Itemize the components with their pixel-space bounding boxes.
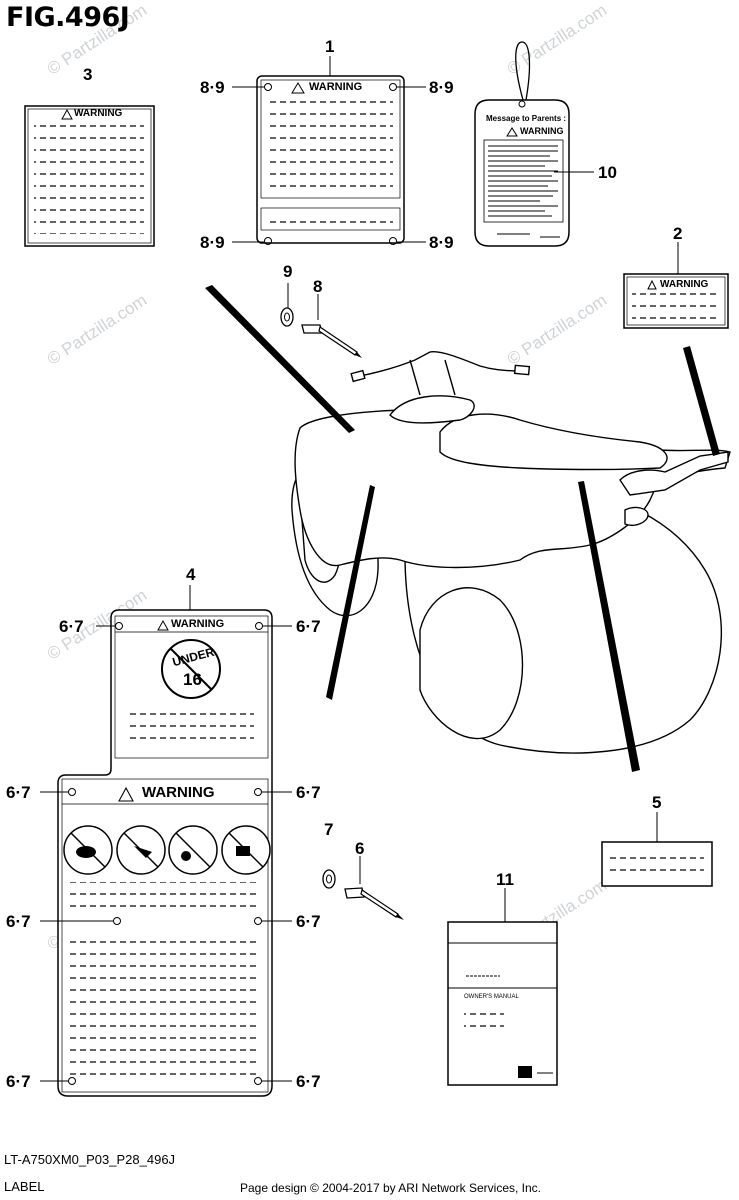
message-text-10: Message to Parents : bbox=[486, 114, 567, 123]
callout-rivet-89-tl: 8·9 bbox=[200, 78, 225, 97]
callout-rivet-67-8: 6·7 bbox=[296, 1072, 321, 1091]
callout-rivet-89-tr: 8·9 bbox=[429, 78, 454, 97]
callout-rivet-67-1: 6·7 bbox=[59, 617, 84, 636]
callout-11: 11 bbox=[496, 870, 514, 889]
label-3 bbox=[24, 105, 155, 247]
label-4 bbox=[40, 585, 292, 1097]
callout-10: 10 bbox=[598, 163, 617, 182]
label-5 bbox=[601, 812, 713, 887]
callout-1: 1 bbox=[325, 37, 335, 56]
pointer-lines bbox=[205, 285, 720, 772]
warning-text-4a: WARNING bbox=[171, 618, 225, 630]
callout-5: 5 bbox=[652, 793, 662, 812]
callout-rivet-89-br: 8·9 bbox=[429, 233, 454, 252]
diagram-category: LABEL bbox=[4, 1179, 45, 1194]
warning-text-1: WARNING bbox=[309, 81, 363, 93]
callout-4: 4 bbox=[186, 565, 196, 584]
callout-8: 8 bbox=[313, 277, 323, 296]
callout-rivet-89-bl: 8·9 bbox=[200, 233, 225, 252]
label-2 bbox=[623, 242, 729, 329]
warning-text-4b: WARNING bbox=[142, 784, 215, 801]
callout-rivet-67-3: 6·7 bbox=[6, 783, 31, 802]
callout-6: 6 bbox=[355, 839, 365, 858]
callout-9: 9 bbox=[283, 262, 293, 281]
warning-text-10: WARNING bbox=[520, 126, 564, 136]
callout-3: 3 bbox=[83, 65, 93, 84]
rivet-6-washer-7 bbox=[322, 856, 404, 920]
warning-text-2: WARNING bbox=[660, 279, 709, 290]
warning-text-3: WARNING bbox=[74, 108, 123, 119]
callout-rivet-67-5: 6·7 bbox=[6, 912, 31, 931]
label-1 bbox=[232, 56, 426, 245]
callout-rivet-67-6: 6·7 bbox=[296, 912, 321, 931]
callout-rivet-67-7: 6·7 bbox=[6, 1072, 31, 1091]
owners-manual-11 bbox=[447, 888, 558, 1086]
manual-text: OWNER'S MANUAL bbox=[464, 994, 519, 1000]
copyright-credit: Page design © 2004-2017 by ARI Network S… bbox=[240, 1181, 542, 1195]
diagram-code: LT-A750XM0_P03_P28_496J bbox=[4, 1152, 176, 1167]
age-text: 16 bbox=[183, 670, 202, 689]
atv-vehicle bbox=[291, 351, 731, 754]
callout-rivet-67-4: 6·7 bbox=[296, 783, 321, 802]
rivet-8-washer-9 bbox=[280, 283, 362, 358]
callout-7: 7 bbox=[324, 820, 334, 839]
figure-title: FIG.496J bbox=[6, 2, 130, 33]
hang-tag-10 bbox=[474, 41, 594, 247]
callout-rivet-67-2: 6·7 bbox=[296, 617, 321, 636]
callout-2: 2 bbox=[673, 224, 683, 243]
